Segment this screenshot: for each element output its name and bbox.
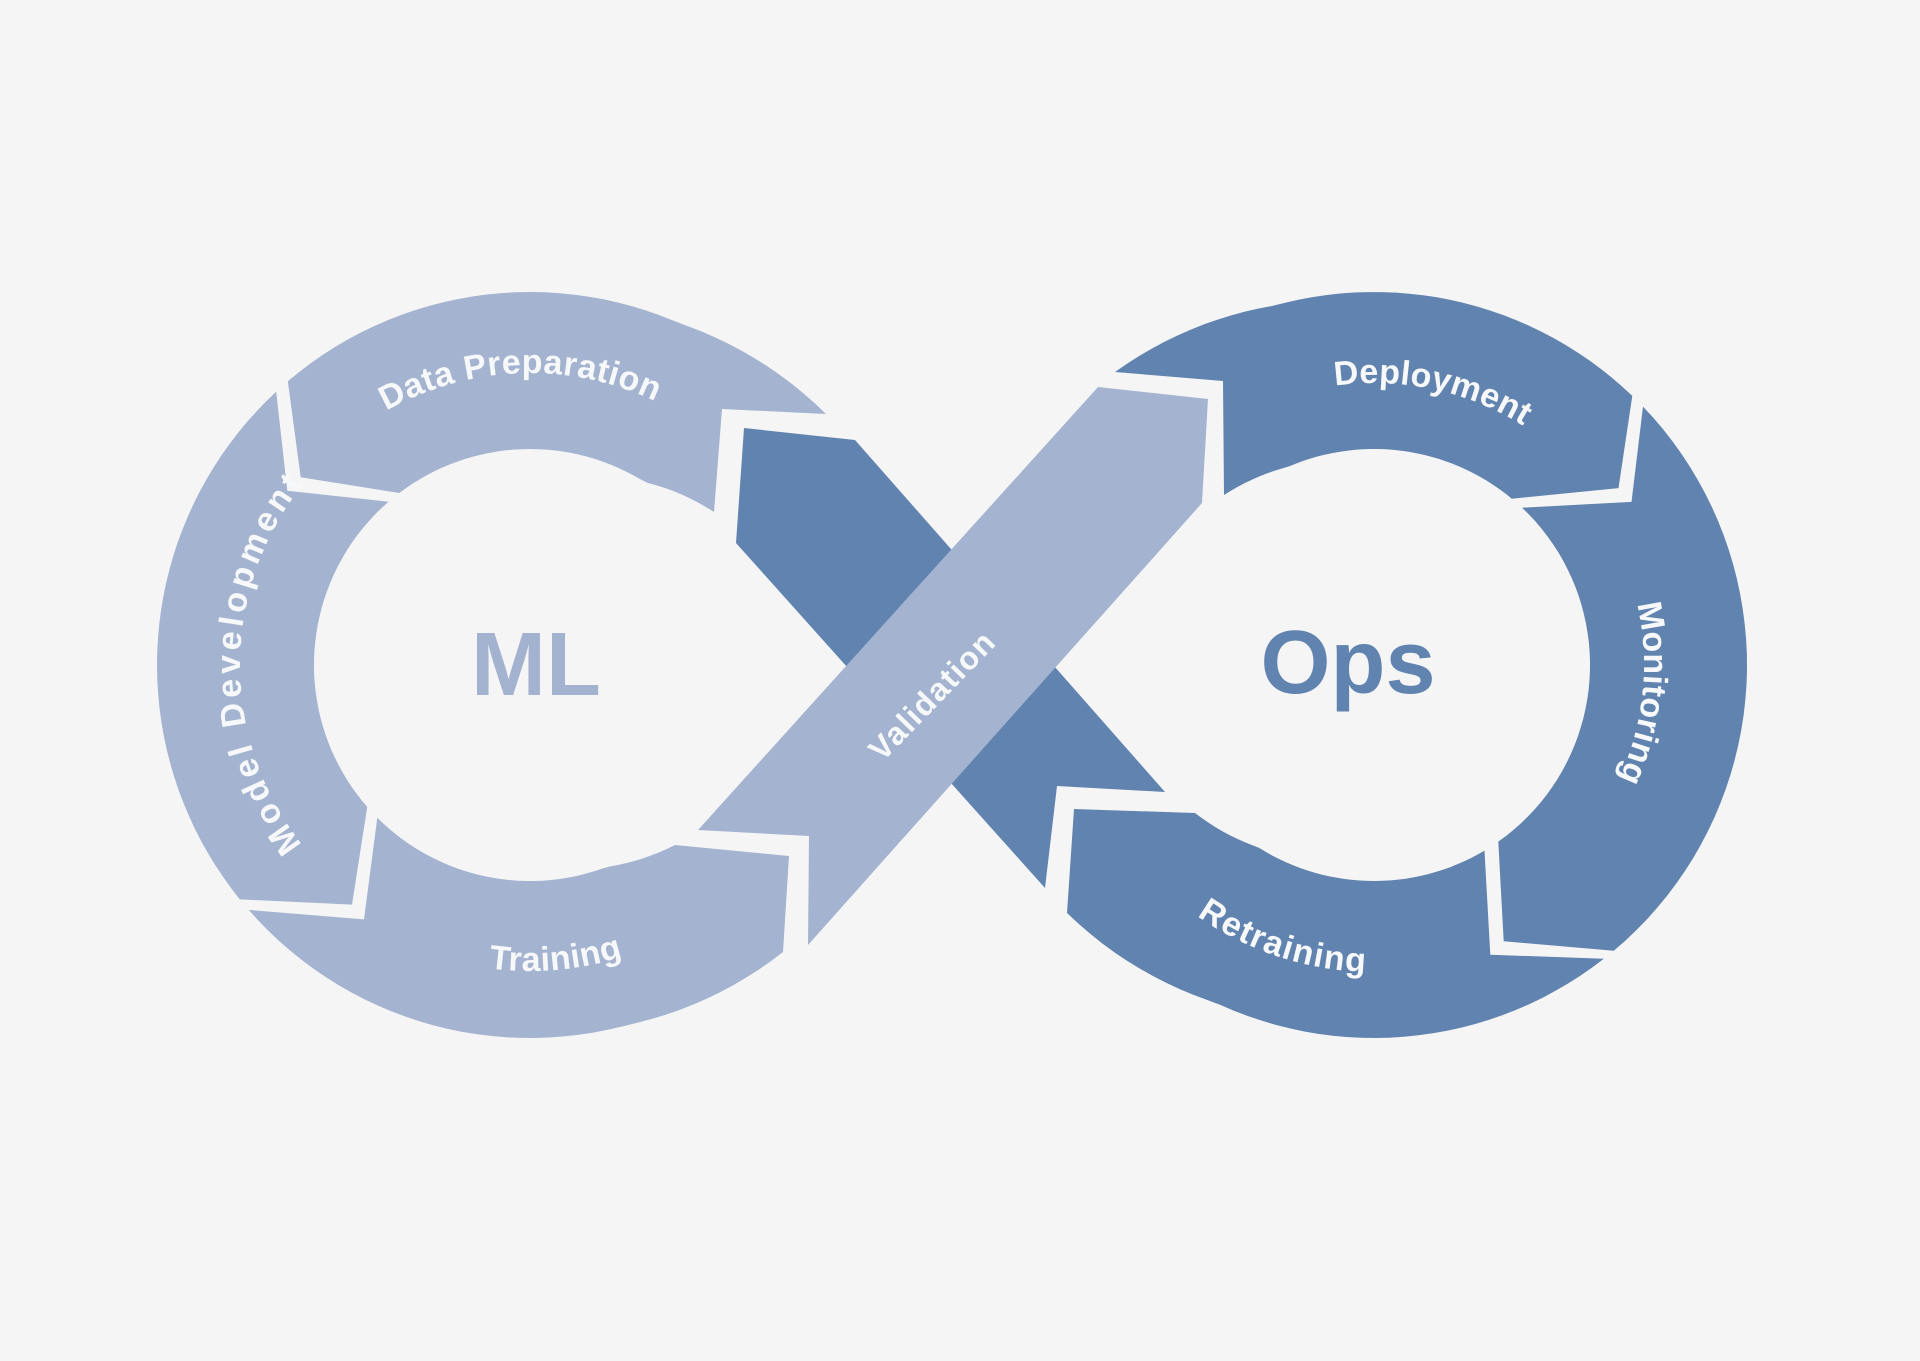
svg-text:Ops: Ops xyxy=(1260,613,1435,713)
svg-text:ML: ML xyxy=(471,615,601,715)
